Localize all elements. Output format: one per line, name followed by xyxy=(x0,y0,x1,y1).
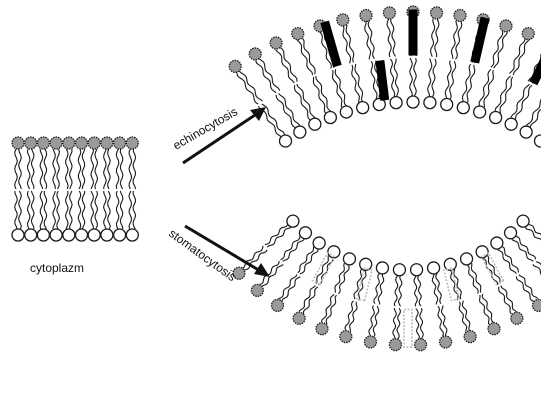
inner-lipid xyxy=(335,253,356,294)
outer-lipid xyxy=(270,37,297,83)
outer-lipid xyxy=(114,137,126,189)
outer-lipid xyxy=(63,137,75,189)
outer-lipid xyxy=(491,20,512,68)
outer-lipid xyxy=(25,137,37,189)
inner-lipid xyxy=(298,237,325,274)
outer-lipid xyxy=(360,9,374,59)
inner-lipid xyxy=(313,76,336,124)
outer-lipid xyxy=(383,7,395,57)
inner-lipid xyxy=(490,76,513,123)
cytoplasm-label: cytoplazm xyxy=(30,261,84,275)
outer-lipid xyxy=(37,137,49,189)
outer-lipid xyxy=(271,275,300,312)
inner-lipid xyxy=(441,61,456,111)
outer-lipid xyxy=(50,137,62,189)
outer-lipid xyxy=(229,60,262,104)
outer-lipid xyxy=(88,137,100,189)
inner-lipid xyxy=(476,246,500,285)
echinocytosis-bilayer xyxy=(229,6,541,147)
inner-lipid xyxy=(333,69,353,118)
inner-lipid xyxy=(88,191,100,241)
inserted-molecule xyxy=(404,310,412,348)
outer-lipid xyxy=(451,9,466,59)
inner-lipid xyxy=(457,64,474,114)
inner-lipid xyxy=(424,59,436,109)
inner-lipid xyxy=(374,262,389,305)
outer-lipid xyxy=(438,305,452,348)
outer-lipid xyxy=(364,306,378,348)
inner-lipid xyxy=(354,258,372,300)
outer-lipid xyxy=(509,28,534,75)
inner-lipid xyxy=(390,59,402,109)
outer-lipid xyxy=(76,137,88,189)
stomatocytosis-bilayer xyxy=(233,215,541,351)
inserted-molecule xyxy=(471,17,489,63)
inserted-molecule xyxy=(409,10,417,55)
outer-lipid xyxy=(499,285,523,324)
outer-lipid xyxy=(516,275,541,312)
outer-lipid xyxy=(533,262,541,297)
outer-lipid xyxy=(431,7,443,57)
inner-lipid xyxy=(101,191,113,241)
outer-lipid xyxy=(249,48,279,93)
inner-lipid xyxy=(316,246,340,285)
outer-lipid xyxy=(101,137,113,189)
inner-lipid xyxy=(126,191,138,241)
inner-lipid xyxy=(63,191,75,241)
outer-lipid xyxy=(480,294,501,335)
outer-lipid xyxy=(340,301,357,343)
inner-lipid xyxy=(428,262,442,305)
outer-lipid xyxy=(459,301,476,343)
inner-lipid xyxy=(411,264,423,307)
inner-lipid xyxy=(505,227,536,261)
outer-lipid xyxy=(316,294,337,334)
inner-lipid xyxy=(12,191,24,241)
inner-lipid xyxy=(393,264,405,307)
inner-lipid xyxy=(474,69,494,118)
inner-lipid xyxy=(407,58,419,108)
inner-lipid xyxy=(352,64,369,114)
echinocytosis-label: echinocytosis xyxy=(171,104,240,152)
outer-lipid xyxy=(251,261,283,296)
outer-lipid xyxy=(126,137,138,189)
outer-lipid xyxy=(415,308,427,351)
outer-lipid xyxy=(389,308,401,351)
outer-lipid xyxy=(12,137,24,189)
inner-lipid xyxy=(114,191,126,241)
inner-lipid xyxy=(461,253,481,294)
outer-lipid xyxy=(337,14,354,64)
inner-lipid xyxy=(25,191,37,241)
inner-lipid xyxy=(50,191,62,241)
inserted-molecule xyxy=(530,41,541,85)
inserted-molecule xyxy=(376,61,389,101)
inserted-molecule xyxy=(321,21,341,66)
outer-lipid xyxy=(292,28,315,75)
inner-lipid xyxy=(491,237,518,274)
inner-lipid xyxy=(505,84,532,130)
inner-lipid xyxy=(520,94,541,139)
inner-lipid xyxy=(76,191,88,241)
flat-bilayer xyxy=(12,137,138,241)
inner-lipid xyxy=(37,191,49,241)
outer-lipid xyxy=(293,286,318,325)
